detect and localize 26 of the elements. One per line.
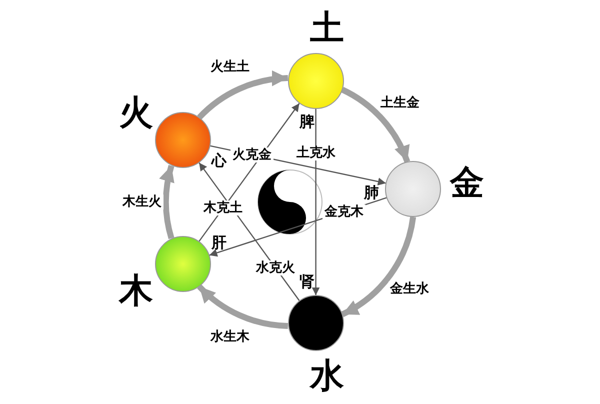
edge-label: 水生木 — [208, 330, 252, 345]
element-label: 金 — [450, 166, 484, 200]
arrow — [340, 216, 416, 318]
edge-label: 火克金 — [230, 147, 274, 162]
arrow — [197, 284, 288, 329]
edge-label: 木克土 — [202, 200, 245, 216]
organ-label: 心 — [211, 154, 226, 168]
arrow — [340, 86, 410, 163]
edge-label: 火生土 — [208, 59, 252, 74]
edge-label: 金生水 — [388, 281, 432, 296]
element-label: 水 — [310, 359, 344, 394]
arrow — [197, 71, 288, 120]
edge-label: 水克火 — [254, 260, 297, 276]
element-label: 火 — [118, 96, 153, 130]
element-label: 木 — [118, 274, 153, 308]
element-label: 土 — [310, 10, 344, 45]
edge-label: 木生火 — [120, 194, 164, 210]
edge-label: 土克水 — [294, 146, 338, 161]
organ-label: 肾 — [300, 274, 315, 290]
edge-label: 金克木 — [322, 204, 366, 220]
organ-label: 肺 — [364, 186, 380, 201]
organ-label: 肝 — [211, 236, 226, 250]
arrow — [160, 165, 176, 239]
edge-label: 土生金 — [378, 95, 422, 110]
organ-label: 脾 — [300, 114, 315, 130]
arrow — [312, 108, 320, 296]
